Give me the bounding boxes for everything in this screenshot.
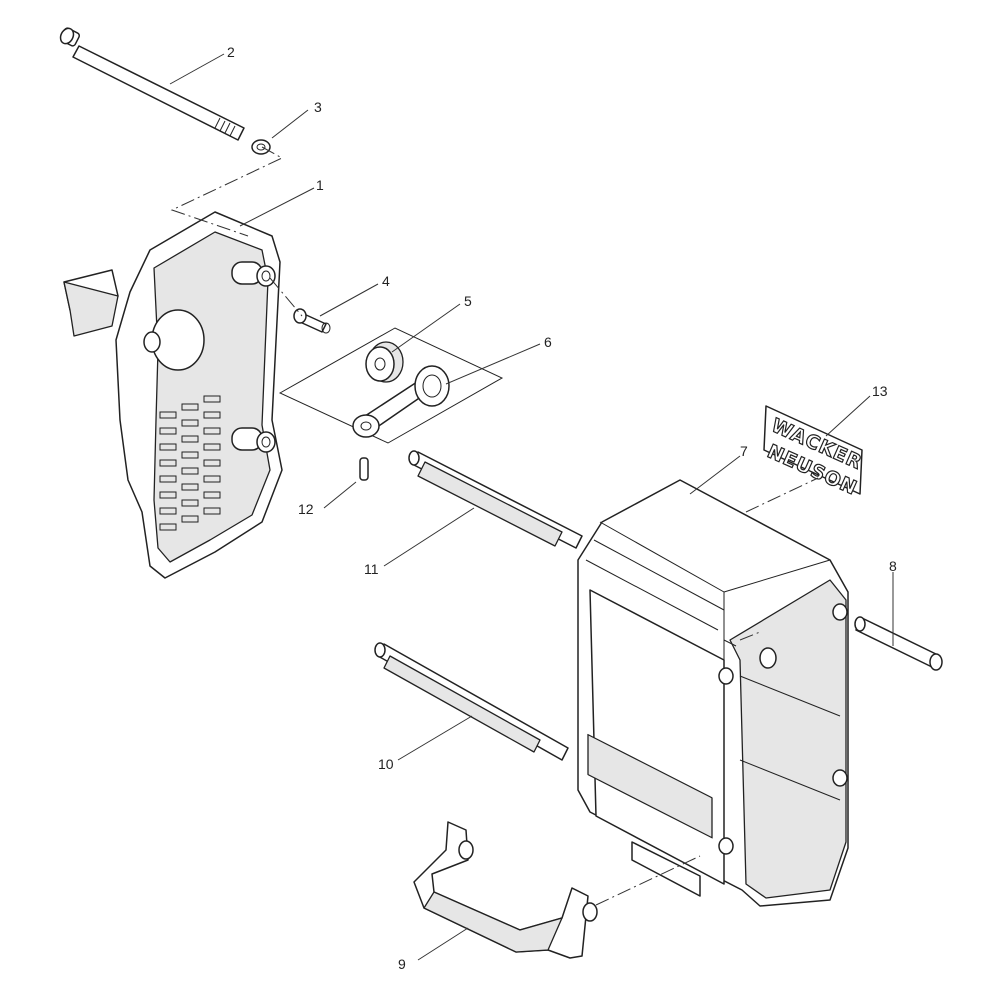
part-8-dowel — [854, 616, 943, 671]
part-4-screw — [293, 308, 331, 334]
callout-7: 7 — [740, 443, 748, 459]
callout-3: 3 — [314, 99, 322, 115]
assembly-centerlines — [170, 146, 819, 906]
callout-9: 9 — [398, 956, 406, 972]
part-6-connecting-rod — [352, 365, 450, 438]
callout-5: 5 — [464, 293, 472, 309]
part-5-bearing — [365, 341, 404, 383]
part-7-housing — [577, 479, 849, 907]
callout-6: 6 — [544, 334, 552, 350]
callout-4: 4 — [382, 273, 390, 289]
part-2-long-bolt — [59, 27, 245, 141]
part-12-pin — [359, 457, 369, 481]
part-11-upper-rail — [408, 450, 583, 549]
part-1-end-cover — [63, 211, 283, 579]
callout-2: 2 — [227, 44, 235, 60]
callout-8: 8 — [889, 558, 897, 574]
leader-lines — [169, 53, 894, 961]
part-13-logo-plate: WACKER NEUSON — [763, 405, 866, 500]
callout-1: 1 — [316, 177, 324, 193]
part-9-handle — [413, 821, 598, 959]
part-10-lower-rail — [374, 642, 569, 761]
callout-11: 11 — [364, 561, 379, 577]
callout-12: 12 — [298, 501, 314, 517]
callout-13: 13 — [872, 383, 888, 399]
callout-labels: 2 3 1 4 5 6 7 13 8 9 10 11 12 — [227, 44, 897, 972]
part-6-group-outline — [278, 327, 504, 444]
part-3-washer — [251, 139, 271, 155]
callout-10: 10 — [378, 756, 394, 772]
